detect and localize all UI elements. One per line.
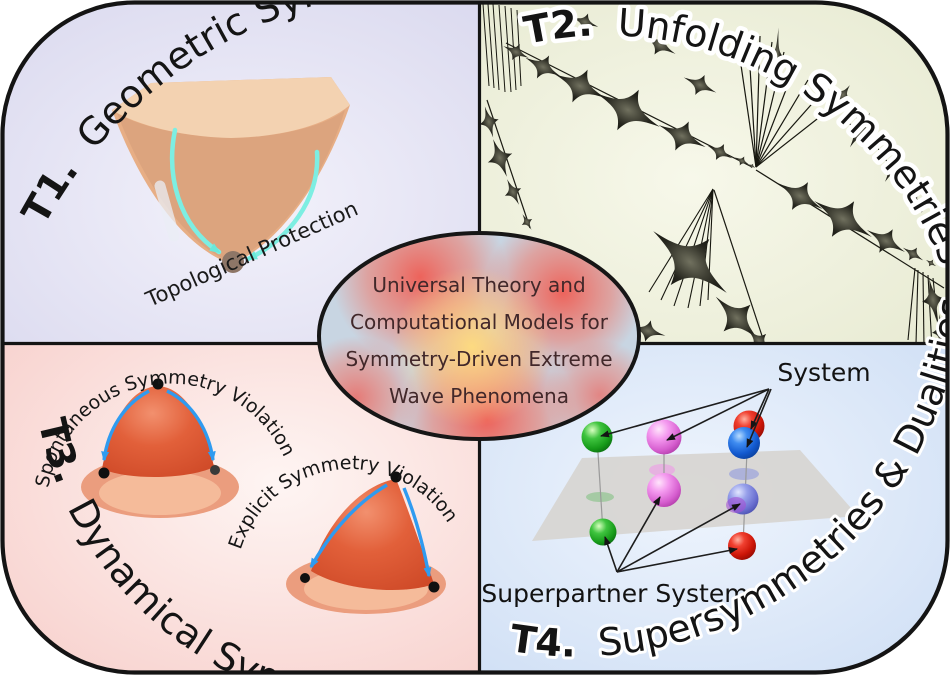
hat1-arrow-right <box>166 389 216 462</box>
cone-highlight <box>154 180 180 242</box>
sphere-red-bottom <box>728 532 756 560</box>
mirror-plane <box>532 450 858 541</box>
cone-arrow-left <box>169 127 222 255</box>
hat2-arrow-right <box>402 487 432 578</box>
center-line-2: Computational Models for <box>350 310 609 334</box>
hat1-right-dot <box>210 465 220 475</box>
hat1-arrow-left <box>101 389 150 462</box>
sphere-green-top <box>581 421 613 453</box>
cone-illustration <box>112 77 350 273</box>
hat2-arrow-left <box>309 483 388 569</box>
hat2-left-dot <box>300 573 310 583</box>
hat1-base-inner <box>99 471 221 515</box>
hat-spontaneous <box>81 378 239 518</box>
superpartner-arrows <box>604 496 741 573</box>
hat2-top-dot <box>390 471 402 483</box>
sphere-blue-top <box>728 427 760 459</box>
sphere-pink-mid <box>647 473 681 507</box>
t4-label-system: System <box>777 358 870 387</box>
fractal-fan-center <box>736 33 827 168</box>
hat-explicit <box>286 471 446 614</box>
cone-top-face <box>112 77 350 138</box>
sphere-pink-top <box>646 419 682 455</box>
hat2-dome <box>311 479 434 591</box>
system-arrows <box>600 388 772 448</box>
hat1-left-dot <box>98 467 110 479</box>
hat2-right-dot <box>428 581 440 593</box>
t4-label-superpartner: Superpartner System <box>481 579 748 608</box>
sphere-green-bottom <box>589 518 617 546</box>
center-ellipse-border <box>317 231 641 441</box>
plane-shadow-pink <box>649 464 675 476</box>
cone-arrow-right <box>245 149 320 262</box>
plane-shadow-green <box>586 492 614 502</box>
supersymmetry-illustration: System Superpartner System <box>481 358 870 608</box>
cone-minimum-dot <box>222 251 244 273</box>
center-line-1: Universal Theory and <box>372 273 585 297</box>
plane-shadow-blue <box>729 468 759 480</box>
fractal-illustration <box>480 3 948 343</box>
hat1-dome <box>102 386 214 478</box>
center-line-3: Symmetry-Driven Extreme <box>345 347 612 371</box>
center-line-4: Wave Phenomena <box>389 384 569 408</box>
hat1-top-dot <box>152 378 164 390</box>
fractal-comb-right <box>907 267 941 343</box>
